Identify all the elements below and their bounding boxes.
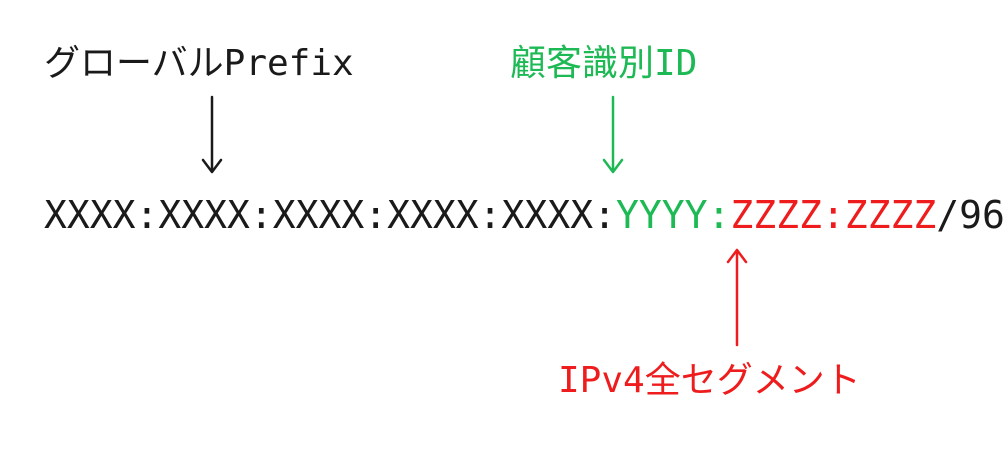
customer-id-label: 顧客識別ID: [510, 43, 698, 84]
ipv4-segment-label: IPv4全セグメント: [558, 360, 861, 401]
global-prefix-label: グローバルPrefix: [44, 43, 354, 84]
ipv6-address: XXXX:XXXX:XXXX:XXXX:XXXX:YYYY:ZZZZ:ZZZZ/…: [44, 196, 1005, 234]
arrow-ipv4-segment: [726, 248, 748, 347]
address-prefix-length: /96: [936, 193, 1005, 237]
address-prefix: XXXX:XXXX:XXXX:XXXX:XXXX:: [44, 193, 616, 237]
arrow-customer-id: [602, 95, 624, 174]
arrow-global-prefix: [201, 95, 223, 174]
address-customer-id: YYYY: [615, 193, 708, 237]
address-ipv4-segment: ZZZZ:ZZZZ: [730, 193, 937, 237]
address-separator: :: [707, 193, 731, 237]
